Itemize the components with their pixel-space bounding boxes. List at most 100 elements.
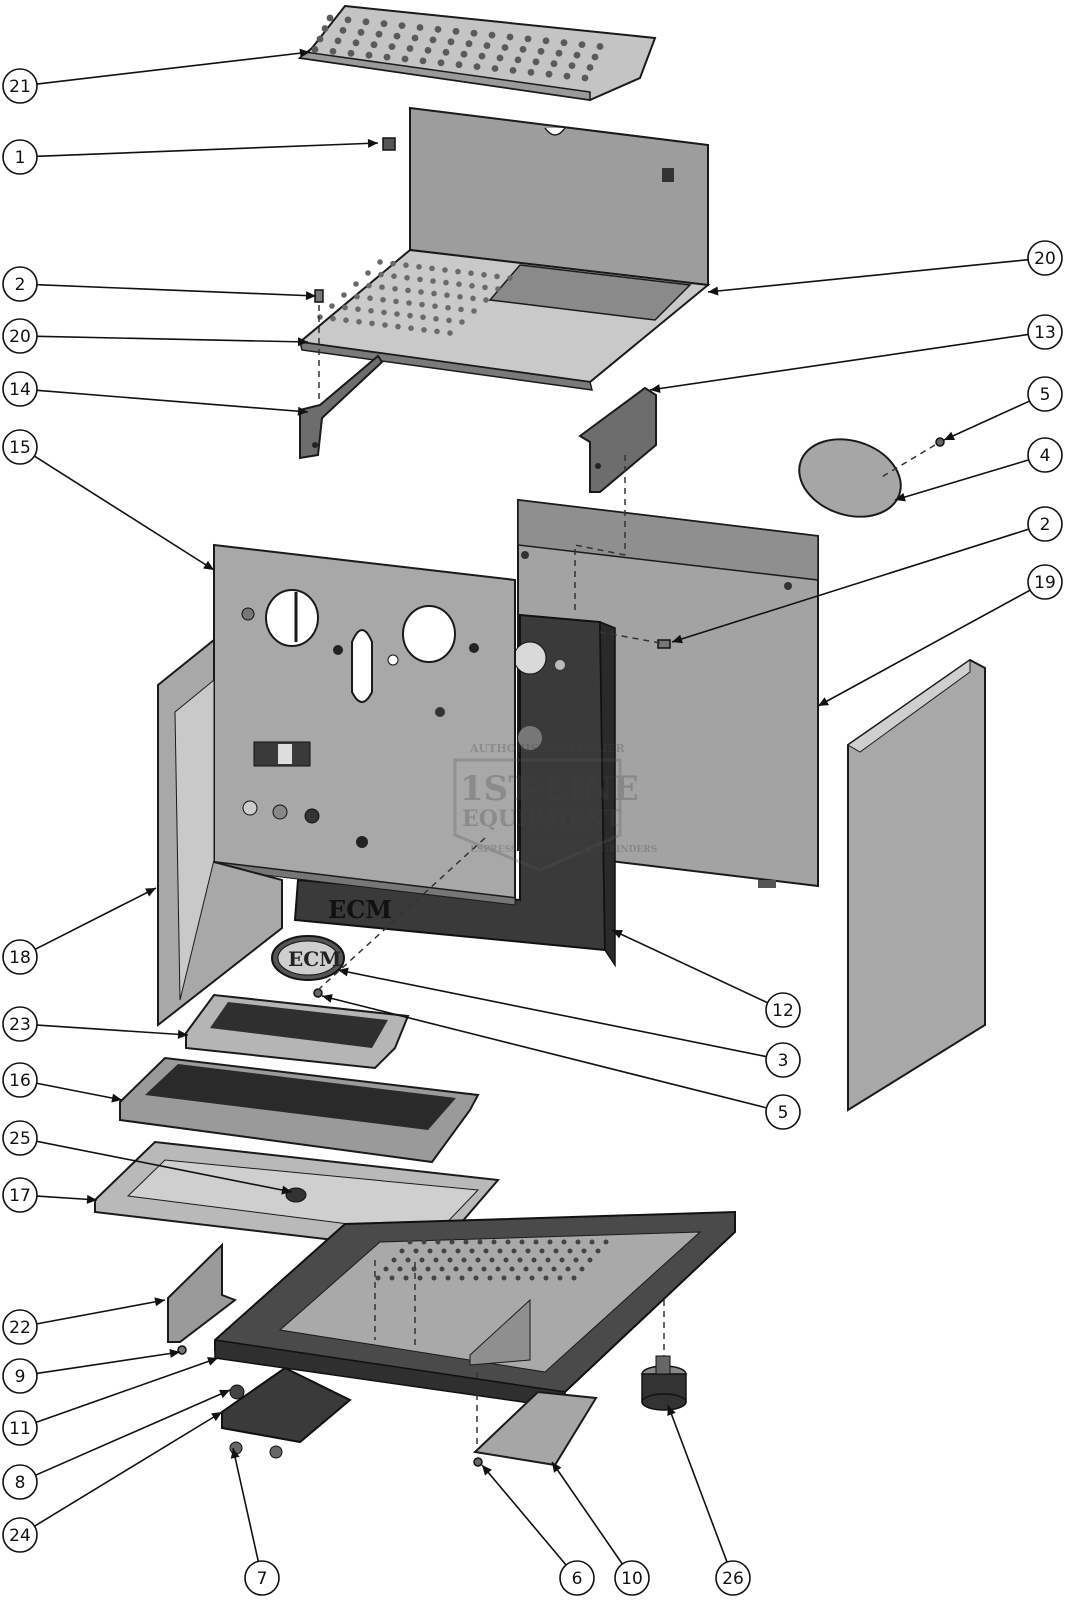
callout-bubble	[765, 1094, 801, 1130]
callout-label: 18	[9, 948, 31, 968]
leader-line	[36, 1351, 181, 1375]
part-small-drip-grid	[185, 993, 410, 1070]
leader-arrowhead	[169, 1349, 180, 1358]
callout-13: 13	[649, 314, 1063, 393]
callout-bubble	[2, 266, 38, 302]
callout-label: 9	[15, 1367, 26, 1387]
callout-26: 26	[667, 1404, 751, 1596]
leader-arrowhead	[552, 1462, 562, 1473]
callout-label: 7	[257, 1569, 268, 1589]
leader-arrowhead	[338, 967, 349, 977]
leader-line	[36, 1024, 189, 1036]
leader-arrowhead	[305, 291, 316, 301]
part-drip-grid	[119, 1056, 480, 1164]
callout-bubble	[765, 1042, 801, 1078]
callout-12: 12	[611, 929, 801, 1028]
callout-label: 5	[1040, 385, 1051, 405]
svg-text:AUTHORISED SUPPLIER: AUTHORISED SUPPLIER	[469, 742, 626, 755]
leader-arrowhead	[86, 1194, 97, 1204]
leader-line	[649, 333, 1029, 391]
callout-layer: 2112201415182316251722911824720135421912…	[2, 48, 1063, 1596]
part-screw-upper-left	[314, 289, 324, 303]
callout-bubble	[1027, 314, 1063, 350]
callout-24: 24	[2, 1411, 223, 1553]
callout-bubble	[2, 139, 38, 175]
callout-label: 1	[15, 148, 26, 168]
leader-line	[36, 389, 309, 413]
callout-label: 2	[1040, 515, 1051, 535]
leader-line	[667, 1404, 728, 1563]
callout-label: 20	[9, 327, 31, 347]
part-screw-bottom	[473, 1457, 483, 1467]
callout-5: 5	[943, 376, 1063, 441]
callout-17: 17	[2, 1177, 98, 1213]
leader-line	[481, 1464, 567, 1566]
callout-5: 5	[321, 994, 801, 1130]
callout-label: 5	[778, 1103, 789, 1123]
leader-line	[36, 142, 379, 158]
callout-bubble	[2, 1358, 38, 1394]
part-ecm-badge: ECM	[271, 935, 345, 981]
callout-bubble	[2, 318, 38, 354]
part-internal-frame: ECM	[293, 613, 616, 968]
leader-arrowhead	[219, 1389, 230, 1399]
leader-line	[35, 1389, 231, 1476]
part-base-frame	[214, 1210, 736, 1409]
part-round-cover-plate	[798, 438, 902, 518]
callout-label: 25	[9, 1129, 31, 1149]
callout-label: 19	[1034, 573, 1056, 593]
callout-bubble	[614, 1560, 650, 1596]
callout-20: 20	[707, 240, 1063, 296]
leader-line	[321, 995, 767, 1109]
leader-line	[943, 400, 1030, 441]
callout-bubble	[1027, 376, 1063, 412]
part-guard-plate	[167, 1242, 238, 1343]
leader-arrowhead	[944, 431, 955, 440]
callout-label: 23	[9, 1015, 31, 1035]
callout-bubble	[2, 1120, 38, 1156]
part-bottom-plate	[472, 1390, 598, 1467]
callout-label: 3	[778, 1051, 789, 1071]
part-clip	[382, 137, 396, 151]
callout-7: 7	[230, 1447, 280, 1596]
leader-arrowhead	[367, 138, 378, 148]
callout-bubble	[2, 1517, 38, 1553]
leader-arrowhead	[299, 48, 310, 58]
callout-bubble	[2, 1062, 38, 1098]
callout-22: 22	[2, 1297, 166, 1345]
callout-label: 26	[722, 1569, 744, 1589]
leader-arrowhead	[650, 384, 661, 393]
leader-line	[232, 1447, 260, 1562]
assembly-dashed-lines	[317, 305, 936, 1450]
svg-text:ESPRESSO MACHINES & GRINDERS: ESPRESSO MACHINES & GRINDERS	[470, 845, 657, 855]
frame-ecm-logo: ECM	[328, 895, 392, 924]
leader-arrowhead	[612, 930, 623, 939]
leader-line	[337, 969, 767, 1058]
leader-line	[34, 887, 157, 951]
leader-arrowhead	[322, 994, 333, 1003]
callout-2: 2	[2, 266, 317, 302]
callout-25: 25	[2, 1120, 293, 1195]
leader-arrowhead	[230, 1448, 240, 1459]
callout-11: 11	[2, 1357, 219, 1446]
part-right-bracket	[578, 386, 657, 493]
leader-line	[36, 1082, 123, 1101]
callout-2: 2	[671, 506, 1063, 644]
callout-label: 21	[9, 77, 31, 97]
leader-line	[36, 1195, 98, 1201]
callout-label: 13	[1034, 323, 1056, 343]
callout-label: 22	[9, 1318, 31, 1338]
callout-label: 8	[15, 1473, 26, 1493]
leader-line	[36, 283, 317, 297]
leader-line	[33, 455, 215, 571]
part-cup-tray-grid	[297, 4, 657, 102]
leader-line	[36, 51, 311, 85]
callout-8: 8	[2, 1389, 231, 1500]
callout-10: 10	[551, 1461, 650, 1596]
leader-arrowhead	[203, 560, 214, 570]
callout-label: 24	[9, 1526, 31, 1546]
callout-1: 1	[2, 138, 379, 175]
callout-23: 23	[2, 1006, 189, 1042]
callout-bubble	[2, 1309, 38, 1345]
callout-bubble	[559, 1560, 595, 1596]
